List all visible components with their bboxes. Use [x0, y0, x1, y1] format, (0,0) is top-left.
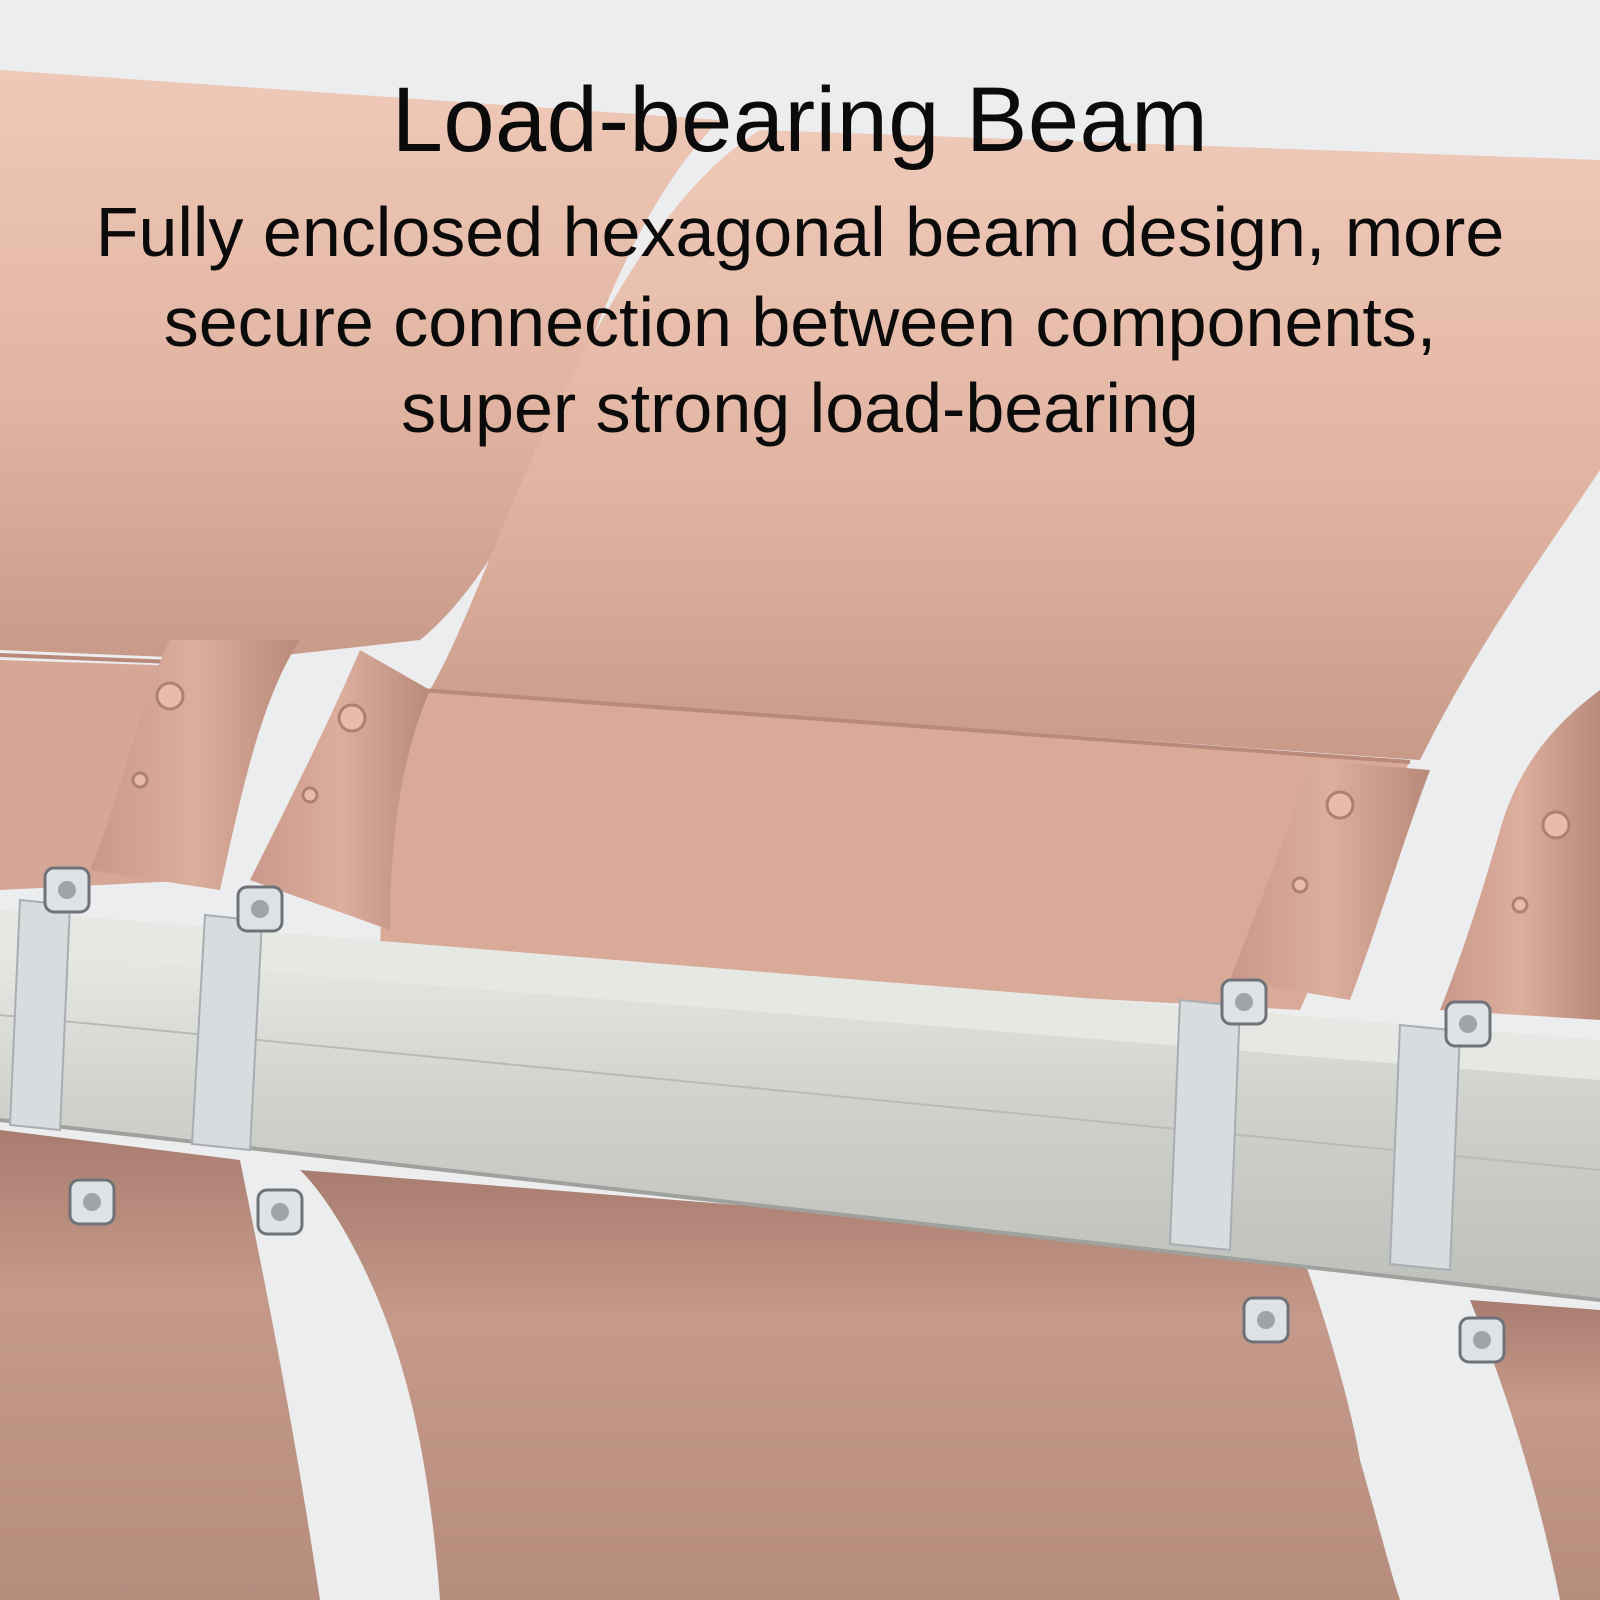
left-seat-back [0, 70, 720, 660]
middle-seat-ridge [419, 688, 1411, 764]
rivets [131, 681, 1571, 914]
middle-lower-seat [300, 1170, 1400, 1600]
bolt-heads [58, 881, 1491, 1349]
feature-description-line-1: Fully enclosed hexagonal beam design, mo… [95, 193, 1505, 271]
beam-brackets [8, 898, 1462, 1272]
middle-seat-right-support [1230, 760, 1430, 1000]
left-seat-support [90, 640, 300, 890]
right-lower-seat [1470, 1300, 1600, 1600]
middle-seat-left-support [250, 650, 430, 930]
feature-title: Load-bearing Beam [391, 69, 1209, 171]
feature-description-line-3: super strong load-bearing [401, 369, 1199, 447]
middle-seat-back [430, 130, 1600, 760]
feature-description-line-2: secure connection between components, [163, 283, 1437, 361]
middle-seat-pan [380, 690, 1410, 1010]
right-seat-edge [1440, 690, 1600, 1020]
beam-bottom-edge [0, 1118, 1600, 1302]
beam-mid-edge [0, 1014, 1600, 1171]
left-lower-seat [0, 1130, 320, 1600]
